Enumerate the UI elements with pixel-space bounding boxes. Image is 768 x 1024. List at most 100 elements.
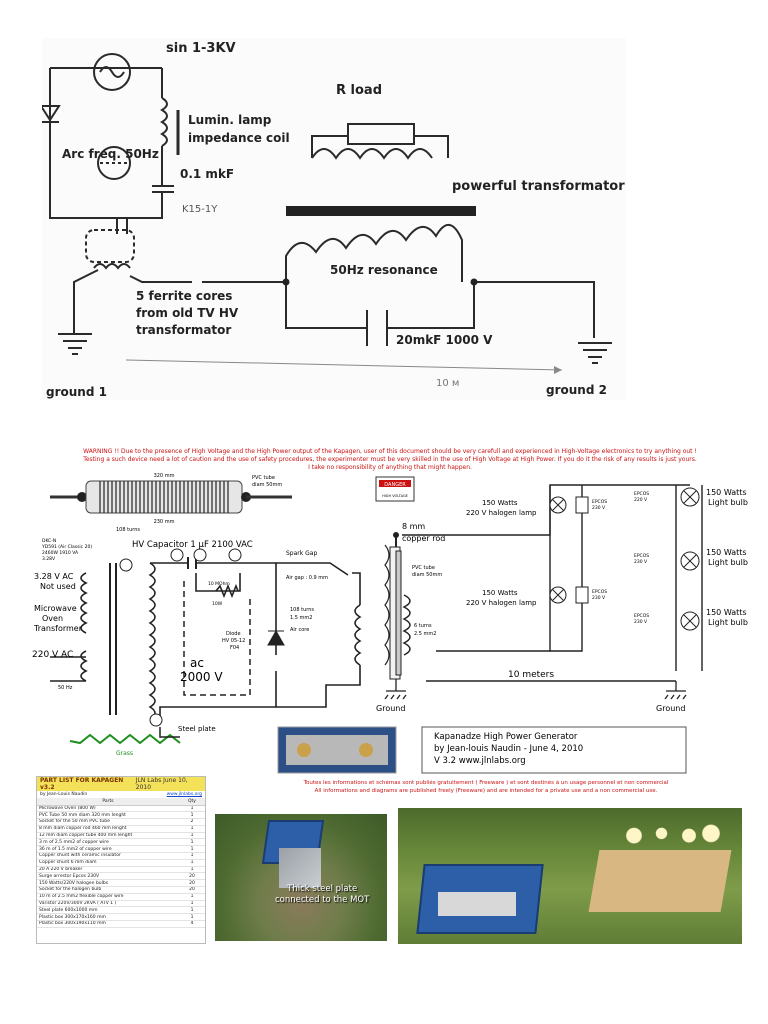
part-qty-cell: 1 (179, 859, 205, 867)
parts-list-author: by Jean-Louis Naudin (40, 792, 88, 797)
ground-1-label: ground 1 (46, 385, 107, 399)
ground-symbol-left (384, 679, 407, 700)
mains-label: 220 V AC (32, 650, 73, 660)
parts-table-header-row: Parts Qty (37, 798, 205, 806)
part-name-cell: Varistor 220V/300V 2KVA ( ATV 1 ) (37, 900, 179, 908)
part-name-cell: Microwave Oven (800 W) (37, 805, 179, 813)
pvc-tube-label: PVC tube (252, 475, 275, 481)
ac-source-symbol (93, 53, 131, 91)
diode-label-1: Diode (226, 631, 241, 637)
halogen-lamp (549, 586, 567, 604)
generator-setup-photo (398, 808, 742, 944)
bulb-label-1a: 150 Watts (706, 488, 747, 497)
minus-terminal-2 (149, 713, 163, 727)
parts-list-header: PART LIST FOR KAPAGEN v3.2 JLN Labs June… (37, 777, 205, 791)
part-qty-cell: 1 (179, 825, 205, 833)
ac-label: ac (190, 656, 204, 670)
resonance-capacitor (366, 310, 388, 346)
part-name-cell: Plastic box 300x170x160 mm (37, 913, 179, 922)
low-v-label-2: Not used (40, 582, 76, 591)
part-name-cell: 8 mm diam copper rod 460 mm lenght (37, 825, 179, 833)
bulb-label-1b: Light bulb (708, 498, 748, 507)
light-bulb (680, 487, 700, 507)
distance-arrow (125, 359, 563, 371)
parts-list-site-link[interactable]: www.jlnlabs.org (166, 792, 202, 797)
mot-secondary-winding (148, 562, 156, 720)
part-name-cell: PVC Tube 50 mm diam 320 mm lenght (37, 811, 179, 820)
epcos-label-2: EPCOS (592, 589, 607, 595)
danger-text: DANGER (384, 482, 406, 488)
copper-rod-label-1: 8 mm (402, 522, 425, 531)
pvc-diam-label: diam 50mm (252, 482, 282, 488)
part-name-cell: Socket for the halogen bulb (37, 886, 179, 894)
ground-label-right: Ground (656, 704, 685, 713)
epcos-v-label-4: 230 V (634, 559, 648, 565)
mot-label-1: Microwave (34, 604, 77, 613)
current-path-arrow (183, 581, 251, 696)
part-qty-cell: 1 (179, 893, 205, 901)
plus-terminal-1 (170, 548, 184, 562)
col-qty-header: Qty (179, 798, 205, 806)
coil-dim-bottom: 230 mm (154, 519, 175, 525)
distance-label: 10 м (436, 378, 459, 389)
diode-label-3: F04 (230, 645, 239, 651)
top-schematic-svg: sin 1-3KV Arc freq. 50Hz Lumin. lamp imp… (42, 41, 625, 399)
title-line-3: V 3.2 www.jlnlabs.org (434, 756, 526, 766)
col-parts-header: Parts (37, 798, 179, 806)
part-name-cell: Steel plate 600x1000 mm (37, 906, 179, 915)
resistor-symbol (215, 583, 239, 599)
bottom-schematic-svg: WARNING !! Due to the presence of High V… (32, 448, 748, 774)
primary-coil (354, 604, 362, 666)
warning-line-1: WARNING !! Due to the presence of High V… (83, 448, 697, 455)
diode-symbol-hv (267, 629, 285, 646)
coil-in-photo (438, 892, 516, 916)
diode-label-2: HV 05-12 (222, 638, 245, 644)
bulb-label-3b: Light bulb (708, 618, 748, 627)
parts-list-date: JLN Labs June 10, 2010 (135, 777, 188, 791)
title-line-1: Kapanadze High Power Generator (434, 732, 578, 742)
distance-label-bottom: 10 meters (508, 670, 554, 680)
part-qty-cell: 1 (179, 852, 205, 860)
secondary-coil (402, 594, 411, 656)
light-bulb (680, 551, 700, 571)
coil-dim-top: 320 mm (154, 473, 175, 479)
transformer-primary (285, 224, 463, 282)
ferrite-label-1: 5 ferrite cores (136, 289, 232, 303)
photo-caption: Thick steel plate connected to the MOT (275, 884, 369, 906)
table-row: Microwave Oven (800 W)1 (37, 805, 205, 813)
part-qty-cell: 1 (179, 845, 205, 854)
supply-label: sin 1-3KV (166, 41, 236, 56)
photo-caption-line-2: connected to the MOT (275, 895, 370, 905)
epcos-label-3: EPCOS (634, 491, 649, 497)
cap-label: 0.1 mkF (180, 167, 234, 181)
part-qty-cell: 1 (179, 900, 205, 908)
mot-spec-1: DKC-N (42, 538, 56, 544)
parts-list-table: PART LIST FOR KAPAGEN v3.2 JLN Labs June… (36, 776, 206, 944)
bottom-schematic: WARNING !! Due to the presence of High V… (30, 445, 750, 775)
transformer-label: powerful transformator (452, 179, 625, 194)
part-qty-cell: 1 (179, 866, 205, 874)
high-voltage-text: HIGH VOLTAGE (382, 494, 408, 498)
part-qty-cell: 1 (179, 913, 205, 922)
capacitor-label: 20mkF 1000 V (396, 333, 493, 347)
freeware-line-2: All informations and diagrams are publis… (314, 788, 658, 794)
resonance-label: 50Hz resonance (330, 263, 438, 277)
part-qty-cell: 1 (179, 906, 205, 915)
rload-symbol (347, 123, 415, 145)
impedance-coil (160, 97, 168, 147)
halogen-lamp (549, 496, 567, 514)
part-name-cell: 150 Watts/220V halogen bulbs (37, 879, 179, 888)
epcos-v-label-2: 230 V (592, 595, 606, 601)
